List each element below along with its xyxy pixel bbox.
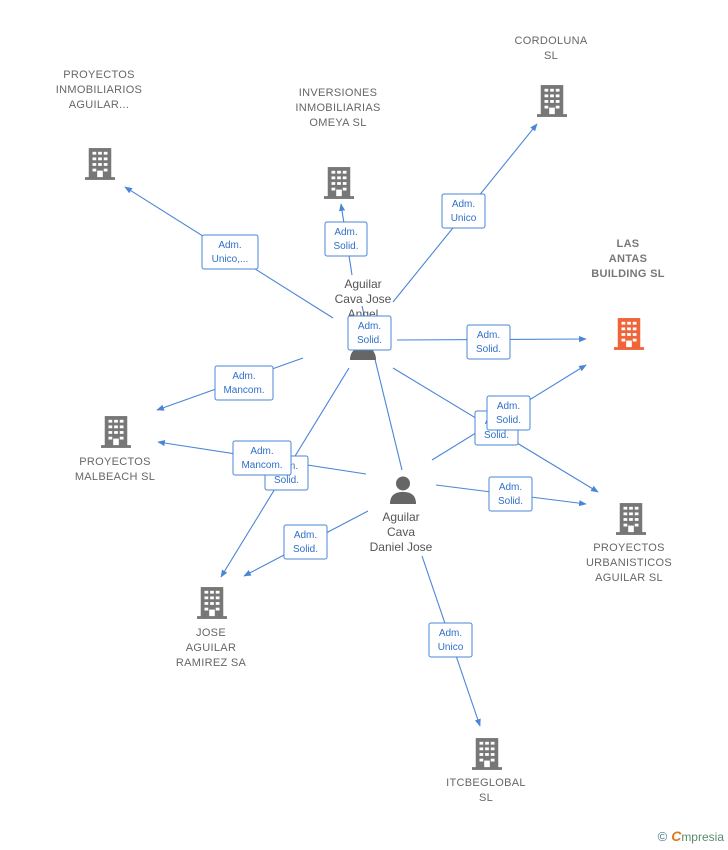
relation-box bbox=[347, 315, 392, 351]
company-node-proyectos-inmobiliarios[interactable]: PROYECTOS INMOBILIARIOS AGUILAR... bbox=[56, 69, 142, 180]
nodes: PROYECTOS INMOBILIARIOS AGUILAR... INVERSIO… bbox=[56, 35, 672, 804]
building-icon bbox=[472, 738, 502, 770]
relation-text: Solid. bbox=[496, 415, 521, 426]
node-label-line: INMOBILIARIAS bbox=[295, 102, 380, 114]
company-node-cordoluna[interactable]: CORDOLUNA SL bbox=[515, 35, 588, 117]
relation-label[interactable]: Adm. Unico bbox=[428, 622, 473, 658]
node-label-line: Aguilar bbox=[382, 510, 419, 524]
node-label-line: MALBEACH SL bbox=[75, 471, 155, 483]
relation-text: Adm. bbox=[218, 240, 241, 251]
company-node-proyectos-urbanisticos[interactable]: PROYECTOS URBANISTICOS AGUILAR SL bbox=[586, 503, 672, 584]
copyright-icon: © bbox=[657, 829, 668, 844]
relation-box bbox=[486, 395, 531, 431]
relation-text: Adm. bbox=[294, 530, 317, 541]
node-label-line: Cava Jose bbox=[335, 292, 392, 306]
node-label-line: AGUILAR... bbox=[69, 99, 129, 111]
relation-text: Solid. bbox=[476, 344, 501, 355]
company-node-inversiones-omeya[interactable]: INVERSIONES INMOBILIARIAS OMEYA SL bbox=[295, 87, 380, 199]
building-icon bbox=[85, 148, 115, 180]
relation-text: Solid. bbox=[484, 430, 509, 441]
building-icon bbox=[197, 587, 227, 619]
relation-label[interactable]: Adm. Solid. bbox=[283, 524, 328, 560]
company-node-jose-aguilar[interactable]: JOSE AGUILAR RAMIREZ SA bbox=[176, 587, 247, 669]
relation-text: Unico,... bbox=[212, 254, 249, 265]
relation-text: Mancom. bbox=[223, 385, 264, 396]
relation-box bbox=[488, 476, 533, 512]
relation-text: Unico bbox=[451, 213, 477, 224]
relation-text: Solid. bbox=[333, 241, 358, 252]
relation-label[interactable]: Adm. Unico,... bbox=[201, 234, 259, 270]
node-label-line: PROYECTOS bbox=[63, 69, 135, 81]
node-label-line: PROYECTOS bbox=[79, 456, 151, 468]
node-label-line: URBANISTICOS bbox=[586, 557, 672, 569]
relation-label[interactable]: Adm. Mancom. bbox=[214, 365, 274, 401]
brand-watermark: ©Cmpresia bbox=[658, 828, 724, 844]
relation-box bbox=[441, 193, 486, 229]
relation-text: Adm. bbox=[334, 227, 357, 238]
relation-text: Adm. bbox=[452, 199, 475, 210]
node-label-line: Aguilar bbox=[344, 277, 381, 291]
node-label-line: LAS bbox=[617, 238, 640, 250]
relation-label[interactable]: Adm. Solid. bbox=[486, 395, 531, 431]
node-label-line: INVERSIONES bbox=[299, 87, 378, 99]
relation-label[interactable]: Adm. Unico bbox=[441, 193, 486, 229]
person-icon bbox=[389, 476, 417, 504]
relation-label[interactable]: Adm. Solid. bbox=[347, 315, 392, 351]
relation-box bbox=[428, 622, 473, 658]
relation-label[interactable]: Adm. Solid. bbox=[488, 476, 533, 512]
relation-text: Adm. bbox=[232, 371, 255, 382]
brand-initial: C bbox=[671, 828, 682, 844]
relation-text: Solid. bbox=[293, 544, 318, 555]
relation-text: Mancom. bbox=[241, 460, 282, 471]
node-label-line: AGUILAR bbox=[186, 642, 236, 654]
relation-label[interactable]: Adm. Solid. bbox=[324, 221, 368, 257]
relation-box bbox=[466, 324, 511, 360]
relation-labels: Adm.Unico,...Adm.Solid.Adm.UnicoAdm.Soli… bbox=[201, 193, 533, 658]
relation-text: Unico bbox=[438, 642, 464, 653]
relation-label[interactable]: Adm. Mancom. bbox=[232, 440, 292, 476]
building-icon bbox=[537, 85, 567, 117]
company-node-proyectos-malbeach[interactable]: PROYECTOS MALBEACH SL bbox=[75, 416, 155, 483]
node-label-line: ITCBEGLOBAL bbox=[446, 777, 526, 789]
relation-text: Solid. bbox=[274, 475, 299, 486]
node-label-line: JOSE bbox=[196, 627, 226, 639]
node-label-line: CORDOLUNA bbox=[515, 35, 588, 47]
company-node-itcbeglobal[interactable]: ITCBEGLOBAL SL bbox=[446, 738, 526, 804]
relation-label[interactable]: Adm. Solid. bbox=[466, 324, 511, 360]
relation-box bbox=[324, 221, 368, 257]
node-label-line: SL bbox=[479, 792, 493, 804]
relation-text: Adm. bbox=[497, 401, 520, 412]
node-label-line: AGUILAR SL bbox=[595, 572, 663, 584]
node-label-line: BUILDING SL bbox=[591, 268, 665, 280]
node-label-line: PROYECTOS bbox=[593, 542, 665, 554]
node-label-line: SL bbox=[544, 50, 558, 62]
node-label-line: INMOBILIARIOS bbox=[56, 84, 142, 96]
node-label-line: Daniel Jose bbox=[370, 540, 433, 554]
brand-name: mpresia bbox=[681, 830, 724, 844]
relation-text: Adm. bbox=[439, 628, 462, 639]
relation-box bbox=[283, 524, 328, 560]
relation-text: Solid. bbox=[498, 496, 523, 507]
node-label-line: OMEYA SL bbox=[309, 117, 366, 129]
company-node-las-antas[interactable]: LAS ANTAS BUILDING SL bbox=[591, 238, 665, 350]
relation-text: Adm. bbox=[358, 321, 381, 332]
relation-text: Adm. bbox=[499, 482, 522, 493]
relation-box bbox=[214, 365, 274, 401]
node-label-line: Cava bbox=[387, 525, 415, 539]
node-label-line: RAMIREZ SA bbox=[176, 657, 247, 669]
building-icon bbox=[616, 503, 646, 535]
building-icon bbox=[324, 167, 354, 199]
relation-box bbox=[232, 440, 292, 476]
node-label-line: ANTAS bbox=[609, 253, 648, 265]
building-icon bbox=[101, 416, 131, 448]
relation-box bbox=[201, 234, 259, 270]
relation-text: Solid. bbox=[357, 335, 382, 346]
relation-text: Adm. bbox=[250, 446, 273, 457]
relation-text: Adm. bbox=[477, 330, 500, 341]
building-icon bbox=[614, 318, 644, 350]
